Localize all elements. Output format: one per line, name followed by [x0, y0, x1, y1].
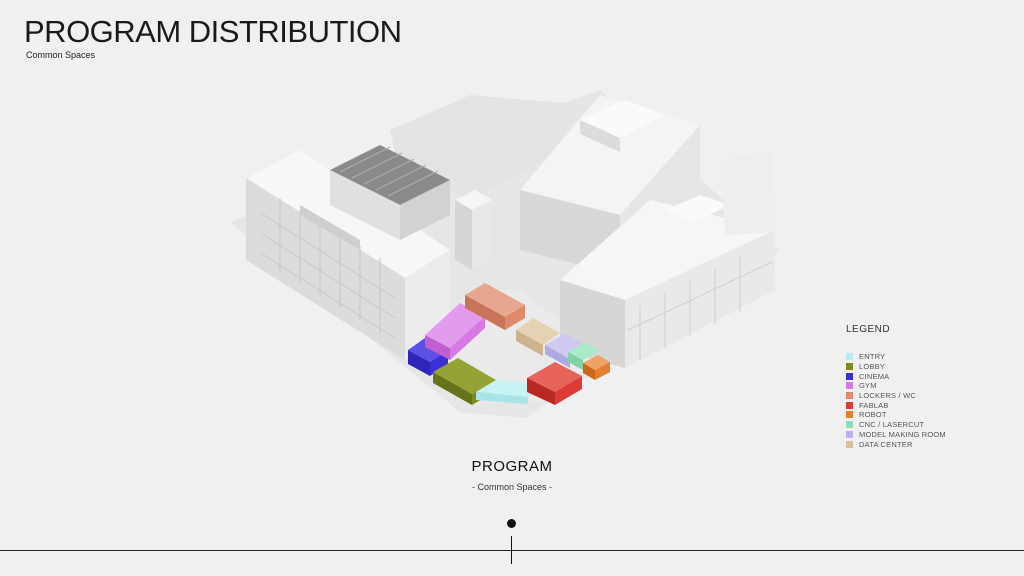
legend-label: FABLAB	[859, 400, 889, 410]
caption-subtitle: - Common Spaces -	[471, 482, 553, 492]
legend-swatch	[846, 401, 853, 409]
volume-lockers	[465, 283, 525, 330]
legend-swatch	[846, 430, 853, 438]
legend-item: CINEMA	[846, 371, 946, 381]
roof-hall	[330, 145, 450, 240]
legend-item: LOCKERS / WC	[846, 391, 946, 401]
legend-swatch	[846, 382, 853, 390]
caption-title: PROGRAM	[471, 458, 553, 475]
legend-label: LOBBY	[859, 362, 886, 372]
roof-terrace	[390, 95, 585, 200]
volume-gym	[425, 303, 485, 360]
timeline-marker[interactable]	[507, 519, 516, 528]
legend-swatch	[846, 392, 853, 400]
legend-title: LEGEND	[846, 324, 891, 335]
legend-swatch	[846, 440, 853, 448]
legend-label: MODEL MAKING ROOM	[859, 429, 946, 439]
central-tower	[455, 190, 492, 270]
legend-swatch	[846, 363, 853, 371]
volume-data-center	[516, 318, 560, 356]
page-title: PROGRAM DISTRIBUTION	[24, 14, 402, 49]
legend-swatch	[846, 411, 853, 419]
legend-list: ENTRY LOBBY CINEMA GYM LOCKERS / WC FABL…	[846, 352, 946, 449]
legend-label: DATA CENTER	[859, 439, 913, 449]
volume-cnc	[568, 343, 600, 370]
program-volumes	[408, 283, 610, 405]
legend-item: MODEL MAKING ROOM	[846, 430, 946, 440]
legend-label: CNC / LASERCUT	[859, 420, 925, 430]
legend-item: ENTRY	[846, 352, 946, 362]
legend-label: CINEMA	[859, 371, 890, 381]
legend-item: LOBBY	[846, 362, 946, 372]
legend-item: CNC / LASERCUT	[846, 420, 946, 430]
legend: LEGEND ENTRY LOBBY CINEMA GYM LOCKERS / …	[846, 324, 946, 449]
legend-label: LOCKERS / WC	[859, 391, 916, 401]
legend-item: FABLAB	[846, 400, 946, 410]
legend-swatch	[846, 353, 853, 361]
volume-robot	[583, 355, 610, 380]
timeline-line	[0, 550, 1024, 551]
volume-fablab	[527, 362, 582, 405]
legend-label: ENTRY	[859, 352, 886, 362]
legend-item: GYM	[846, 381, 946, 391]
legend-label: GYM	[859, 381, 877, 391]
page-subtitle: Common Spaces	[26, 50, 96, 60]
legend-item: ROBOT	[846, 410, 946, 420]
left-building	[246, 150, 450, 360]
legend-swatch	[846, 421, 853, 429]
legend-item: DATA CENTER	[846, 439, 946, 449]
legend-swatch	[846, 372, 853, 380]
legend-label: ROBOT	[859, 410, 887, 420]
timeline-tick	[511, 536, 512, 564]
